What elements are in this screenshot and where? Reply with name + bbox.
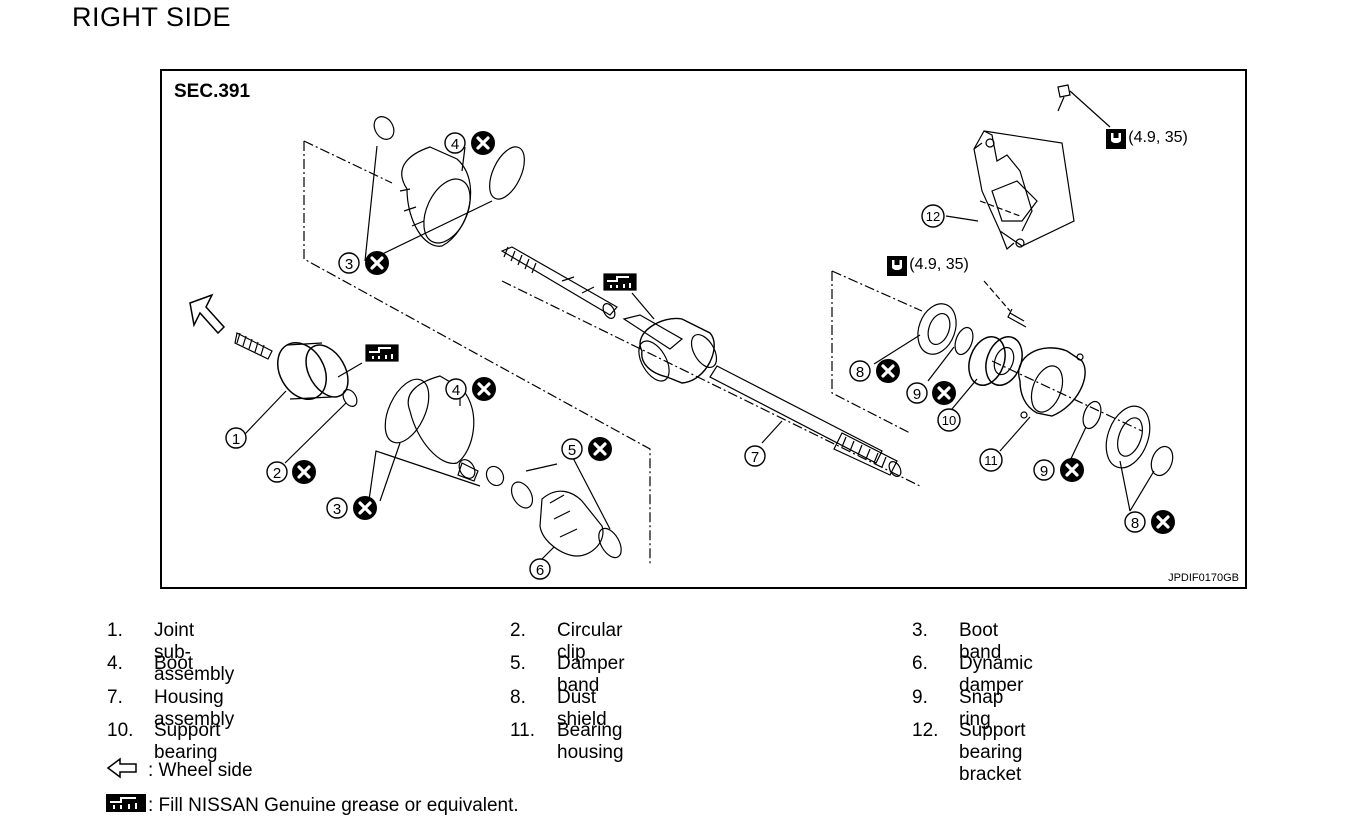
svg-text:4: 4 <box>452 382 460 399</box>
legend-name: Housing assembly <box>154 687 235 730</box>
callout-3-upper: 3 <box>338 249 391 277</box>
legend-num: 12. <box>912 720 939 741</box>
svg-text:11: 11 <box>984 453 998 468</box>
legend-name: Support bearing <box>154 720 221 763</box>
callout-3-lower: 3 <box>326 494 379 522</box>
svg-text:4: 4 <box>451 136 459 153</box>
legend-name: Boot <box>154 653 194 674</box>
legend-num: 9. <box>912 687 928 708</box>
callout-1: 1 <box>225 427 247 449</box>
callout-8-right: 8 <box>1124 508 1177 536</box>
callout-4-lower: 4 <box>445 375 498 403</box>
svg-text:8: 8 <box>1131 515 1139 532</box>
torque-spec-upper: 48 (4.9, 35) <box>1106 129 1188 149</box>
callout-9-right: 9 <box>1033 456 1086 484</box>
grease-note: : Fill NISSAN Genuine grease or equivale… <box>106 792 519 820</box>
legend-name: Dynamic damper <box>959 653 1033 696</box>
legend-num: 8. <box>510 687 526 708</box>
torque-value-upper: 48 (4.9, 35) <box>1106 129 1188 146</box>
callout-7: 7 <box>744 445 766 467</box>
callout-9-left: 9 <box>906 379 958 407</box>
legend-num: 7. <box>107 687 123 708</box>
exploded-diagram: 1 2 3 3 4 4 5 6 7 8 8 9 9 10 11 12 SEC.3… <box>160 69 1247 589</box>
legend-name: Damper band <box>557 653 625 696</box>
svg-text:6: 6 <box>536 562 544 579</box>
callout-6: 6 <box>529 558 551 580</box>
callout-5: 5 <box>561 435 614 463</box>
callout-11: 11 <box>979 448 1003 472</box>
legend-num: 10. <box>107 720 134 741</box>
figure-code: JPDIF0170GB <box>1168 572 1239 584</box>
callout-4-upper: 4 <box>444 129 497 157</box>
svg-text:7: 7 <box>751 449 759 466</box>
legend-name: Circular clip <box>557 620 623 663</box>
torque-wrench-icon <box>887 256 907 276</box>
legend-num: 6. <box>912 653 928 674</box>
legend-name: Boot band <box>959 620 1002 663</box>
callout-12: 12 <box>921 204 945 228</box>
legend-name: Dust shield <box>557 687 607 730</box>
svg-text:3: 3 <box>345 256 353 273</box>
callout-10: 10 <box>937 408 961 432</box>
legend-name: Joint sub-assembly <box>154 620 235 685</box>
wheel-side-text: : Wheel side <box>148 760 253 781</box>
wheel-side-arrow-icon <box>106 757 148 785</box>
svg-text:9: 9 <box>1040 463 1048 480</box>
svg-text:10: 10 <box>942 413 956 428</box>
callout-8-left: 8 <box>849 357 902 385</box>
torque-wrench-icon <box>1106 129 1126 149</box>
legend-name: Snap ring <box>959 687 1004 730</box>
diagram-drawing: 1 2 3 3 4 4 5 6 7 8 8 9 9 10 11 12 <box>189 84 1177 580</box>
torque-value-lower: 48 (4.9, 35) <box>887 256 969 273</box>
svg-text:2: 2 <box>273 465 281 482</box>
svg-text:9: 9 <box>913 386 921 403</box>
legend-num: 1. <box>107 620 123 641</box>
grease-icon <box>106 792 148 820</box>
svg-text:8: 8 <box>856 364 864 381</box>
callout-2: 2 <box>266 458 318 486</box>
svg-text:3: 3 <box>333 501 341 518</box>
legend-num: 2. <box>510 620 526 641</box>
torque-spec-lower: 48 (4.9, 35) <box>887 256 969 276</box>
grease-text: : Fill NISSAN Genuine grease or equivale… <box>148 795 519 816</box>
legend-name: Bearing housing <box>557 720 624 763</box>
legend-num: 3. <box>912 620 928 641</box>
svg-text:12: 12 <box>926 209 940 224</box>
legend-name: Support bearing bracket <box>959 720 1026 785</box>
legend-num: 11. <box>510 720 536 741</box>
svg-text:1: 1 <box>232 431 240 448</box>
wheel-side-note: : Wheel side <box>106 757 253 785</box>
section-label: SEC.391 <box>174 81 251 102</box>
page-title: RIGHT SIDE <box>72 2 232 32</box>
legend-num: 5. <box>510 653 526 674</box>
svg-text:5: 5 <box>568 442 576 459</box>
legend-num: 4. <box>107 653 123 674</box>
